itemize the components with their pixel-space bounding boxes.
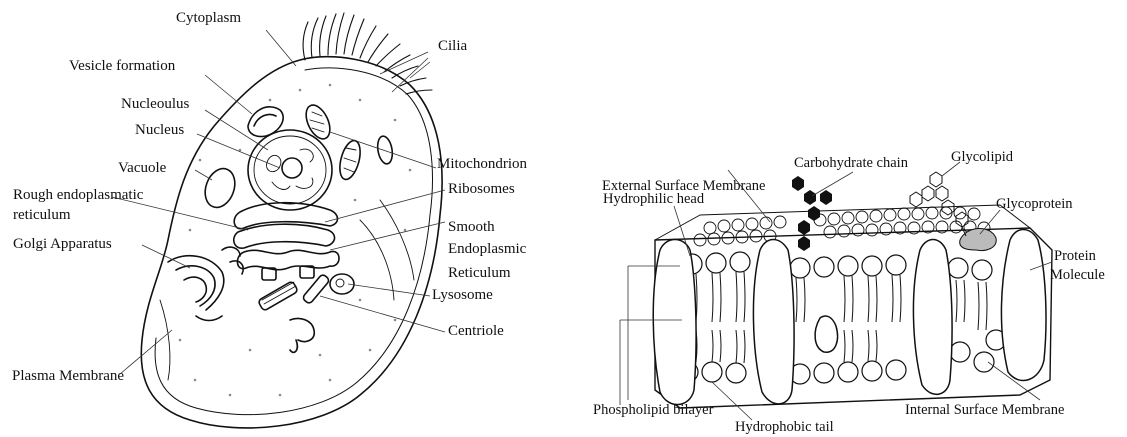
label-mitochondrion: Mitochondrion [437, 156, 527, 173]
label-smooth-er-line2: Endoplasmic [448, 241, 526, 258]
label-hydrophilic-head: Hydrophilic head [603, 191, 704, 208]
label-nucleus: Nucleus [135, 122, 184, 139]
label-phospholipid-bilayer: Phospholipid bilayer [593, 402, 713, 419]
label-rough-er-line2: reticulum [13, 207, 70, 224]
label-smooth-er-line3: Reticulum [448, 265, 511, 282]
label-centriole: Centriole [448, 323, 504, 340]
label-protein-molecule-line2: Molecule [1050, 267, 1105, 284]
label-vesicle-formation: Vesicle formation [69, 58, 175, 75]
label-glycoprotein: Glycoprotein [996, 196, 1073, 213]
label-nucleolus: Nucleoulus [121, 96, 189, 113]
label-protein-molecule-line1: Protein [1054, 248, 1096, 265]
label-golgi-apparatus: Golgi Apparatus [13, 236, 112, 253]
label-smooth-er-line1: Smooth [448, 219, 495, 236]
glycolipid-chain [910, 172, 968, 236]
label-hydrophobic-tail: Hydrophobic tail [735, 419, 834, 436]
label-cilia: Cilia [438, 38, 467, 55]
label-vacuole: Vacuole [118, 160, 166, 177]
label-glycolipid: Glycolipid [951, 149, 1013, 166]
glycoprotein-shape [960, 228, 997, 250]
front-heads-bottom [678, 330, 1006, 384]
label-rough-er-line1: Rough endoplasmatic [13, 187, 143, 204]
label-carbohydrate-chain: Carbohydrate chain [794, 155, 908, 172]
label-lysosome: Lysosome [432, 287, 493, 304]
carbohydrate-chain [792, 176, 832, 251]
label-internal-surface-membrane: Internal Surface Membrane [905, 402, 1064, 419]
label-plasma-membrane: Plasma Membrane [12, 368, 124, 385]
label-ribosomes: Ribosomes [448, 181, 515, 198]
label-cytoplasm: Cytoplasm [176, 10, 241, 27]
